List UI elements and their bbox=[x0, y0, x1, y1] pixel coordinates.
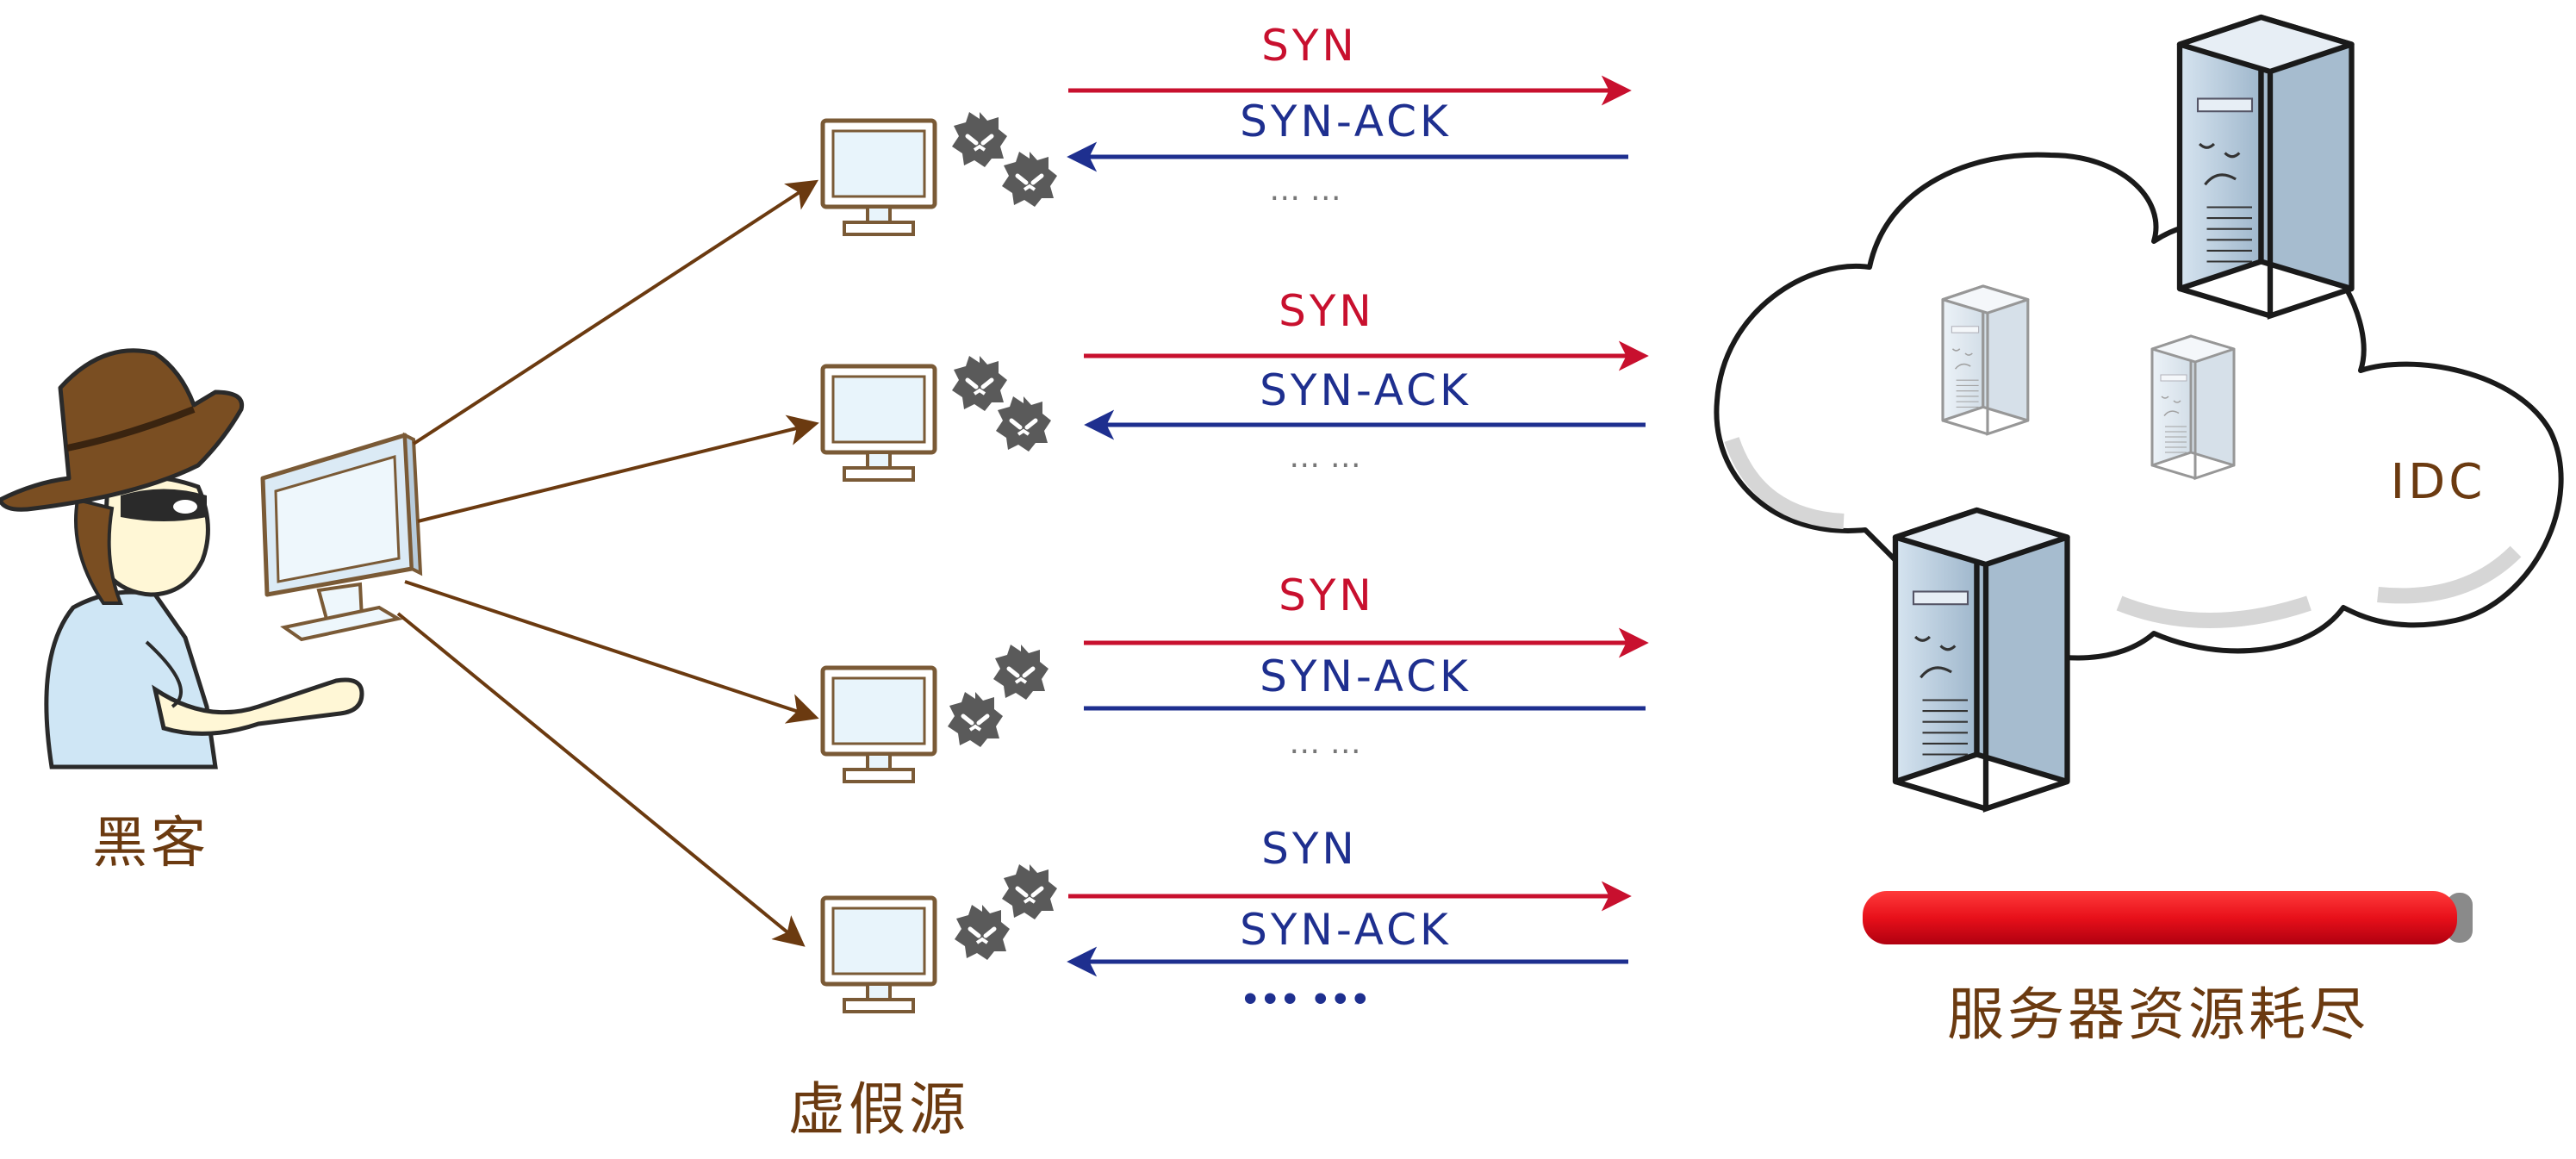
fake-sources-label: 虚假源 bbox=[788, 1076, 969, 1143]
virus-icon bbox=[996, 396, 1051, 452]
syn-label: SYN bbox=[1261, 21, 1358, 71]
hacker-icon bbox=[0, 348, 364, 770]
exchange-row-4: SYN SYN-ACK ••• ••• bbox=[1067, 824, 1632, 1018]
fake-source-monitor-2 bbox=[823, 366, 935, 480]
control-arrow-2 bbox=[417, 414, 819, 523]
more-packets-label: … … bbox=[1289, 439, 1360, 475]
monitor-icon bbox=[260, 432, 423, 642]
more-packets-label: … … bbox=[1269, 172, 1341, 208]
control-arrow-3 bbox=[404, 580, 819, 724]
virus-icon bbox=[952, 356, 1007, 411]
syn-label: SYN bbox=[1279, 570, 1375, 620]
fake-source-monitor-3 bbox=[823, 668, 935, 782]
fake-source-monitor-4 bbox=[823, 898, 935, 1012]
resource-bar-fill bbox=[1863, 891, 2457, 944]
virus-icon bbox=[952, 112, 1007, 167]
fake-source-monitor-1 bbox=[823, 121, 935, 234]
resource-exhausted-label: 服务器资源耗尽 bbox=[1947, 981, 2369, 1048]
synack-label: SYN-ACK bbox=[1240, 905, 1452, 955]
virus-icon bbox=[948, 692, 1003, 747]
hacker-label: 黑客 bbox=[92, 812, 209, 875]
synack-label: SYN-ACK bbox=[1260, 365, 1472, 415]
control-arrows bbox=[396, 179, 819, 947]
virus-icon bbox=[1002, 864, 1057, 919]
virus-icon bbox=[955, 905, 1010, 960]
cloud-icon bbox=[1714, 152, 2564, 661]
control-arrow-4 bbox=[396, 612, 806, 947]
exchange-row-1: SYN SYN-ACK … … bbox=[1067, 21, 1632, 208]
more-packets-label: ••• ••• bbox=[1241, 982, 1371, 1018]
virus-icon bbox=[993, 645, 1048, 700]
synack-label: SYN-ACK bbox=[1260, 651, 1472, 701]
more-packets-label: … … bbox=[1289, 726, 1360, 761]
exchange-row-2: SYN SYN-ACK … … bbox=[1084, 286, 1649, 475]
server-icon bbox=[1895, 510, 2068, 809]
virus-icon bbox=[1002, 152, 1057, 207]
syn-label: SYN bbox=[1261, 824, 1358, 874]
idc-label: IDC bbox=[2391, 454, 2486, 510]
syn-label: SYN bbox=[1279, 286, 1375, 336]
resource-bar bbox=[1863, 891, 2473, 944]
exchange-row-3: SYN SYN-ACK … … bbox=[1084, 570, 1649, 761]
control-arrow-1 bbox=[412, 179, 819, 446]
fake-sources bbox=[823, 112, 1057, 1012]
synack-label: SYN-ACK bbox=[1240, 97, 1452, 146]
